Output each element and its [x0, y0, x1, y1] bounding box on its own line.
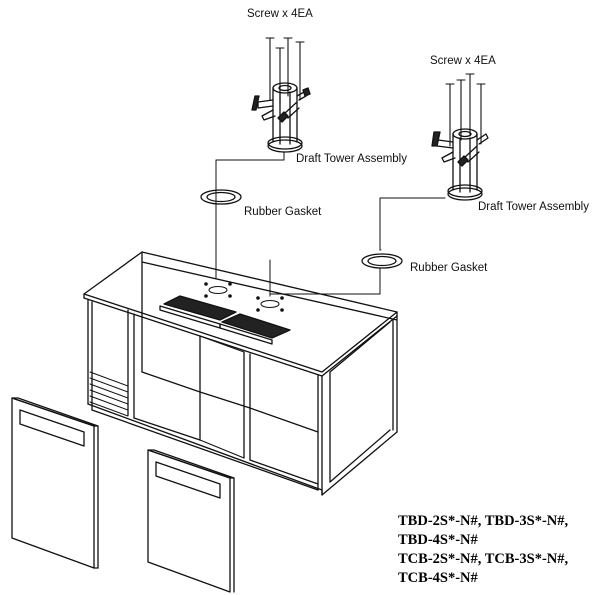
rubber-gasket-right	[361, 253, 403, 269]
screws-left	[265, 37, 305, 105]
door-right	[147, 449, 235, 593]
label-gasket-left: Rubber Gasket	[244, 206, 322, 218]
rubber-gasket-left	[200, 189, 242, 205]
model-line: TCB-4S*-N#	[398, 570, 478, 586]
label-draft-tower-right: Draft Tower Assembly	[478, 201, 589, 213]
label-screw-left: Screw x 4EA	[247, 8, 313, 20]
draft-tower-left	[251, 37, 311, 153]
label-gasket-right: Rubber Gasket	[410, 262, 488, 274]
model-line: TBD-4S*-N#	[398, 532, 478, 548]
model-line: TBD-2S*-N#, TBD-3S*-N#,	[398, 513, 569, 529]
compressor-grille	[89, 371, 129, 417]
drip-trays	[159, 295, 291, 345]
screws-right	[445, 73, 486, 147]
draft-tower-right	[431, 73, 489, 201]
tower-mount-holes	[204, 282, 284, 312]
assembly-leader-lines	[215, 151, 446, 297]
model-list: TBD-2S*-N#, TBD-3S*-N#, TBD-4S*-N# TCB-2…	[398, 512, 568, 588]
door-left	[11, 397, 99, 569]
back-bar-cabinet	[83, 251, 398, 496]
label-draft-tower-left: Draft Tower Assembly	[296, 153, 407, 165]
label-screw-right: Screw x 4EA	[430, 55, 496, 67]
model-line: TCB-2S*-N#, TCB-3S*-N#,	[398, 551, 569, 567]
